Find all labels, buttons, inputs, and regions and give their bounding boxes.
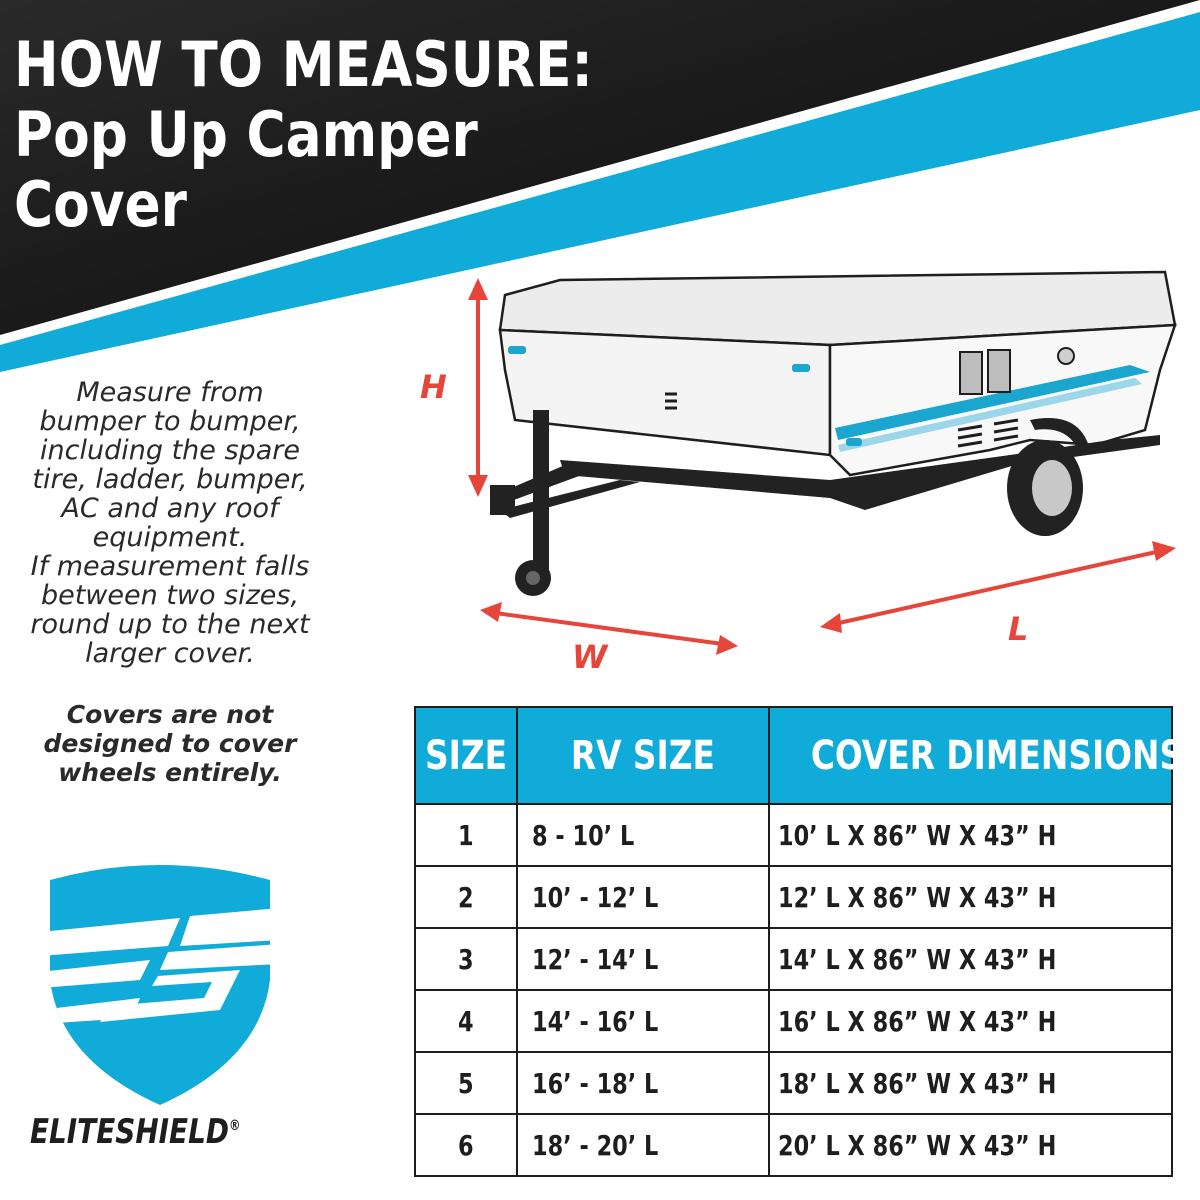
cell-dimensions: 14’ L X 86” W X 43” H [768,927,1173,991]
cell-dimensions: 20’ L X 86” W X 43” H [768,1113,1173,1177]
cell-size: 5 [414,1051,518,1115]
title-line-1: HOW TO MEASURE: [14,28,593,101]
instruction-line: Measure from [76,377,264,408]
table-row: 3 12’ - 14’ L 14’ L X 86” W X 43” H [414,927,1173,991]
cell-dimensions: 10’ L X 86” W X 43” H [768,803,1173,867]
cell-size: 2 [414,865,518,929]
cell-rv-size: 16’ - 18’ L [516,1051,770,1115]
instruction-line: tire, ladder, bumper, [32,464,308,495]
brand-name-text: ELITESHIELD [30,1112,229,1152]
instruction-line: bumper to bumper, [39,406,301,437]
instruction-line: between two sizes, [40,580,300,611]
title-line-3: Cover [14,168,187,241]
note-line: wheels entirely. [58,758,282,787]
header-size: SIZE [414,706,518,805]
instruction-line: including the spare [40,435,300,466]
table-row: 6 18’ - 20’ L 20’ L X 86” W X 43” H [414,1113,1173,1177]
instruction-line: larger cover. [85,638,255,669]
cell-size: 4 [414,989,518,1053]
instruction-line: AC and any roof [61,493,279,524]
table-row: 5 16’ - 18’ L 18’ L X 86” W X 43” H [414,1051,1173,1115]
table-row: 1 8 - 10’ L 10’ L X 86” W X 43” H [414,803,1173,867]
note-line: designed to cover [43,729,297,758]
instruction-line: If measurement falls [30,551,310,582]
header-cover-dimensions: COVER DIMENSIONS [768,706,1183,805]
header-banner [0,0,1200,372]
cell-dimensions: 18’ L X 86” W X 43” H [768,1051,1173,1115]
height-label: H [420,368,447,406]
length-label: L [1008,610,1029,648]
shield-logo-icon [50,865,270,1105]
cell-dimensions: 12’ L X 86” W X 43” H [768,865,1173,929]
cell-size: 1 [414,803,518,867]
cell-rv-size: 8 - 10’ L [516,803,770,867]
cell-size: 6 [414,1113,518,1177]
instruction-line: round up to the next [30,609,310,640]
cell-rv-size: 12’ - 14’ L [516,927,770,991]
cell-rv-size: 10’ - 12’ L [516,865,770,929]
table-row: 2 10’ - 12’ L 12’ L X 86” W X 43” H [414,865,1173,929]
instruction-line: equipment. [92,522,248,553]
note-line: Covers are not [66,700,274,729]
title-line-2: Pop Up Camper [14,98,478,171]
cell-rv-size: 14’ - 16’ L [516,989,770,1053]
registered-mark: ® [228,1118,241,1134]
brand-name: ELITESHIELD® [30,1112,240,1152]
cell-rv-size: 18’ - 20’ L [516,1113,770,1177]
cell-size: 3 [414,927,518,991]
table-header-row: SIZE RV SIZE COVER DIMENSIONS [414,706,1183,805]
header-rv-size: RV SIZE [516,706,770,805]
measure-instructions: Measure from bumper to bumper, including… [20,378,320,668]
camper-diagram [468,270,1177,655]
cell-dimensions: 16’ L X 86” W X 43” H [768,989,1173,1053]
wheel-note: Covers are not designed to cover wheels … [20,700,320,787]
size-chart-table: SIZE RV SIZE COVER DIMENSIONS 1 8 - 10’ … [414,706,1183,1177]
width-label: W [572,638,608,676]
table-row: 4 14’ - 16’ L 16’ L X 86” W X 43” H [414,989,1173,1053]
